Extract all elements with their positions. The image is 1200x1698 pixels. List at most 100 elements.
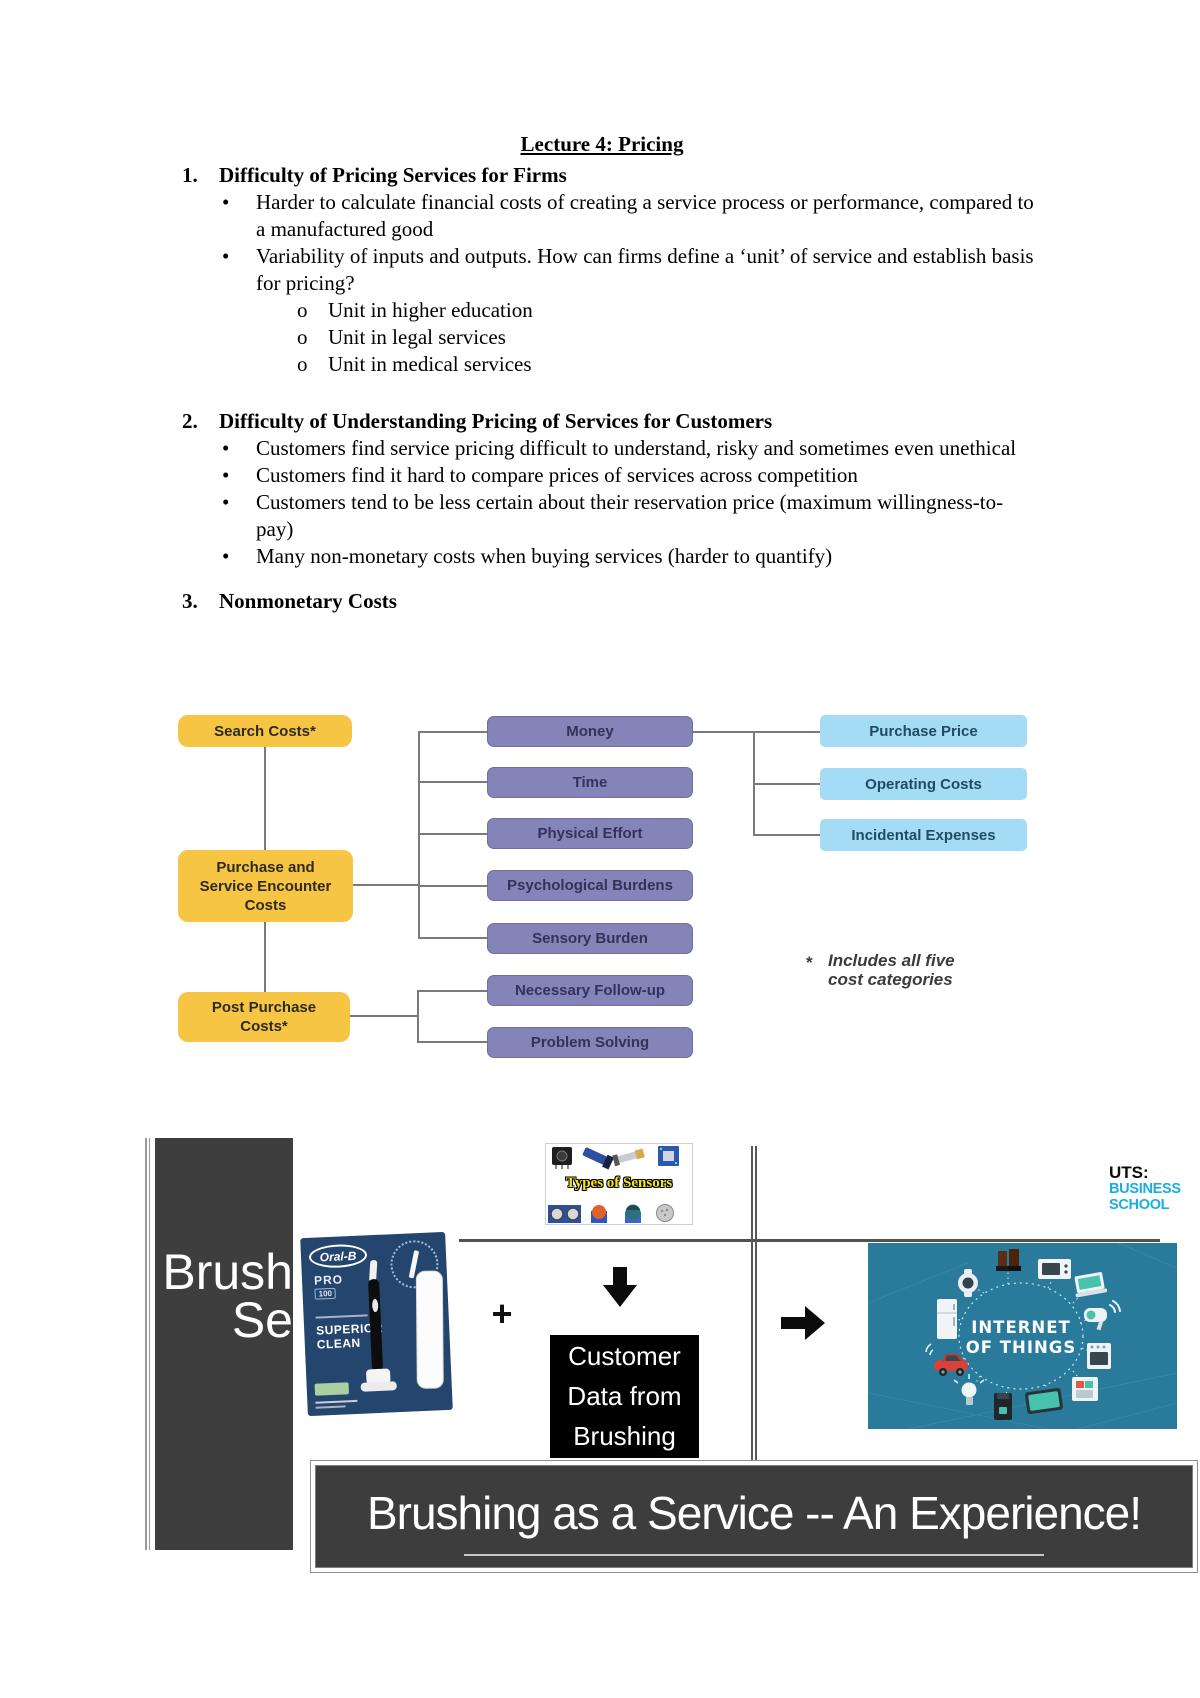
types-of-sensors-image: Types of Sensors (545, 1143, 693, 1225)
section-2: 2. Difficulty of Understanding Pricing o… (166, 408, 1038, 570)
diagram-box-problem-solving: Problem Solving (487, 1027, 693, 1058)
list-item: • Harder to calculate financial costs of… (166, 189, 1038, 243)
toothbrush-button (371, 1298, 379, 1313)
connector-line (693, 731, 753, 733)
charger-stand (360, 1381, 397, 1392)
data-box-line: Brushing (573, 1421, 676, 1451)
list-item: • Variability of inputs and outputs. How… (166, 243, 1038, 297)
data-box-line: Customer (568, 1341, 681, 1371)
diagram-box-purchase-encounter-costs: Purchase and Service Encounter Costs (178, 850, 353, 922)
bullet-text: Many non-monetary costs when buying serv… (256, 544, 833, 568)
bullet-text: Harder to calculate financial costs of c… (256, 190, 1034, 241)
bullet-text: Customers tend to be less certain about … (256, 490, 1004, 541)
section-heading-text: Difficulty of Pricing Services for Firms (219, 163, 567, 187)
section-1: 1. Difficulty of Pricing Services for Fi… (166, 162, 1038, 378)
oral-b-logo: Oral-B (308, 1243, 368, 1269)
bullet-text: Customers find it hard to compare prices… (256, 463, 858, 487)
bullet-text: Customers find service pricing difficult… (256, 436, 1017, 460)
page-title: Lecture 4: Pricing (520, 132, 684, 156)
uts-logo-line: SCHOOL (1109, 1196, 1170, 1213)
fine-print-line (315, 1314, 368, 1319)
sub-list-item: o Unit in medical services (166, 351, 1038, 378)
diagram-box-operating-costs: Operating Costs (820, 768, 1027, 800)
section-number: 3. (182, 589, 198, 613)
connector-line (350, 1015, 417, 1017)
connector-line (418, 781, 487, 783)
fine-print-line (315, 1399, 358, 1404)
oral-b-box: Oral-B PRO 100 SUPERIOR CLEAN (300, 1231, 453, 1417)
connector-line (753, 731, 820, 733)
slide-title-panel: Brush Se (155, 1138, 293, 1550)
diagram-box-incidental-expenses: Incidental Expenses (820, 819, 1027, 851)
customer-data-box: Customer Data from Brushing (550, 1335, 699, 1458)
connector-line (418, 731, 487, 733)
sensors-image-title: Types of Sensors (565, 1175, 673, 1191)
connector-line (417, 1041, 487, 1043)
slide-title-fragment: Se (231, 1292, 293, 1348)
diagram-box-necessary-follow-up: Necessary Follow-up (487, 975, 693, 1006)
section-heading: 2. Difficulty of Understanding Pricing o… (166, 408, 1038, 435)
bullet-marker: • (222, 436, 230, 460)
document-body: Lecture 4: Pricing 1. Difficulty of Pric… (166, 131, 1038, 615)
slide-divider-line (459, 1239, 1160, 1242)
section-heading: 3. Nonmonetary Costs (166, 588, 1038, 615)
diagram-box-physical-effort: Physical Effort (487, 818, 693, 849)
iot-text-line1: INTERNET (971, 1318, 1071, 1337)
diagram-box-sensory-burden: Sensory Burden (487, 923, 693, 954)
connector-line (753, 834, 820, 836)
bullet-marker: • (222, 463, 230, 487)
sub-bullet-marker: o (297, 325, 308, 349)
banner-underline (464, 1554, 1044, 1556)
bullet-text: Variability of inputs and outputs. How c… (256, 244, 1034, 295)
sub-bullet-text: Unit in medical services (328, 352, 532, 376)
plus-sign: + (491, 1293, 513, 1334)
sub-list-item: o Unit in legal services (166, 324, 1038, 351)
section-number: 2. (182, 409, 198, 433)
section-heading: 1. Difficulty of Pricing Services for Fi… (166, 162, 1038, 189)
bullet-marker: • (222, 244, 230, 268)
diagram-box-time: Time (487, 767, 693, 798)
diagram-box-psychological-burdens: Psychological Burdens (487, 870, 693, 901)
banner-title: Brushing as a Service -- An Experience! (366, 1486, 1142, 1539)
product-model-label: 100 (314, 1287, 337, 1300)
slide-banner-inner: Brushing as a Service -- An Experience! (315, 1465, 1193, 1568)
data-box-line: Data from (567, 1381, 682, 1411)
slide-divider-double-line (751, 1146, 757, 1460)
sensor-thumbnails-bottom (548, 1204, 674, 1223)
sub-list-item: o Unit in higher education (166, 297, 1038, 324)
fine-print-line (315, 1405, 346, 1409)
bullet-marker: • (222, 490, 230, 514)
section-number: 1. (182, 163, 198, 187)
connector-line (418, 937, 487, 939)
slide-edge-line (149, 1138, 150, 1550)
sub-bullet-text: Unit in higher education (328, 298, 533, 322)
section-heading-text: Nonmonetary Costs (219, 589, 397, 613)
uts-logo-line: BUSINESS (1109, 1181, 1181, 1197)
section-heading-text: Difficulty of Understanding Pricing of S… (219, 409, 773, 433)
connector-line (418, 731, 420, 939)
right-arrow-icon (781, 1306, 825, 1340)
connector-line (417, 990, 487, 992)
oral-b-product-image: Oral-B PRO 100 SUPERIOR CLEAN (297, 1231, 458, 1425)
connector-line (417, 990, 419, 1043)
diagram-box-post-purchase-costs: Post Purchase Costs* (178, 992, 350, 1042)
green-label (314, 1382, 350, 1396)
toothbrush-handle (368, 1278, 384, 1372)
internet-of-things-image: INTERNET OF THINGS (867, 1242, 1178, 1430)
iot-text-line2: OF THINGS (966, 1338, 1076, 1357)
connector-line (264, 747, 266, 850)
footnote-line: cost categories (828, 970, 953, 989)
diagram-box-purchase-price: Purchase Price (820, 715, 1027, 747)
footnote-line: Includes all five (828, 951, 955, 970)
connector-line (264, 922, 266, 992)
bullet-marker: • (222, 190, 230, 214)
footnote-text: Includes all five cost categories (828, 951, 955, 989)
travel-case (415, 1270, 444, 1389)
connector-line (418, 885, 487, 887)
product-line-label: PRO (313, 1272, 344, 1288)
sub-bullet-marker: o (297, 352, 308, 376)
list-item: • Customers tend to be less certain abou… (166, 489, 1038, 543)
sub-bullet-marker: o (297, 298, 308, 322)
sub-bullet-text: Unit in legal services (328, 325, 506, 349)
